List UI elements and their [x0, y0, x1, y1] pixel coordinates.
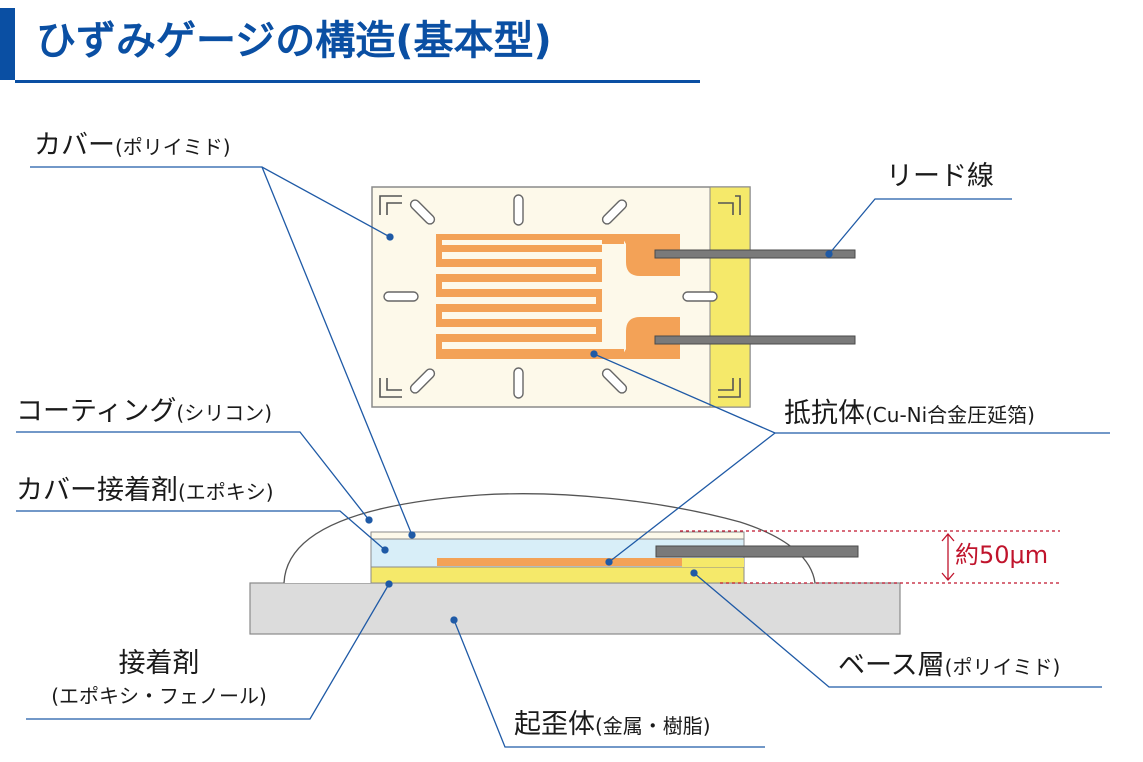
alignment-marks: [379, 195, 741, 398]
label-strain-body: 起歪体(金属・樹脂): [514, 709, 711, 741]
label-base-layer: ベース層(ポリイミド): [838, 650, 1060, 682]
label-cover-adhesive-main: カバー接着剤: [16, 475, 178, 506]
label-coating: コーティング(シリコン): [16, 396, 272, 428]
label-lead-wire: リード線: [886, 161, 994, 193]
label-cover-sub: (ポリイミド): [115, 135, 231, 159]
label-cover: カバー(ポリイミド): [34, 130, 231, 162]
gauge-cross-section: [249, 493, 1060, 635]
label-strain-body-sub: (金属・樹脂): [595, 714, 711, 738]
gauge-top-view: [371, 186, 856, 408]
adhesive-layer: [370, 566, 745, 584]
resistor-foil-grid: [436, 234, 680, 359]
lead-wires: [654, 249, 856, 345]
thickness-dimension: [680, 530, 1060, 584]
label-cover-adhesive: カバー接着剤(エポキシ): [16, 475, 274, 507]
lead-tab-cross-section: [682, 558, 744, 567]
lead-wire-cross-section: [655, 545, 859, 558]
label-coating-sub: (シリコン): [176, 401, 272, 425]
label-resistor: 抵抗体(Cu-Ni合金圧延箔): [784, 398, 1035, 430]
page-title: ひずみゲージの構造(基本型): [36, 18, 552, 64]
slot-marks: [383, 194, 718, 399]
label-resistor-main: 抵抗体: [784, 398, 865, 429]
label-adhesive-sub: (エポキシ・フェノール): [51, 684, 267, 709]
label-strain-body-main: 起歪体: [514, 709, 595, 740]
foil-cross-section: [437, 558, 682, 566]
label-lead-wire-main: リード線: [886, 161, 994, 192]
label-resistor-sub: (Cu-Ni合金圧延箔): [865, 403, 1035, 427]
title-accent-bar: [0, 8, 15, 80]
label-adhesive-main: 接着剤: [118, 648, 200, 679]
label-thickness: 約50μm: [955, 541, 1049, 569]
label-coating-main: コーティング: [16, 396, 177, 427]
label-base-layer-main: ベース層: [838, 650, 945, 681]
cover-layer: [370, 531, 745, 540]
label-base-layer-sub: (ポリイミド): [944, 655, 1061, 679]
label-adhesive: 接着剤 (エポキシ・フェノール): [26, 648, 292, 708]
strain-body-block: [249, 582, 901, 635]
label-cover-main: カバー: [34, 130, 115, 161]
label-cover-adhesive-sub: (エポキシ): [178, 480, 274, 504]
leader-lines: [16, 166, 1110, 748]
title-underline: [15, 80, 700, 83]
